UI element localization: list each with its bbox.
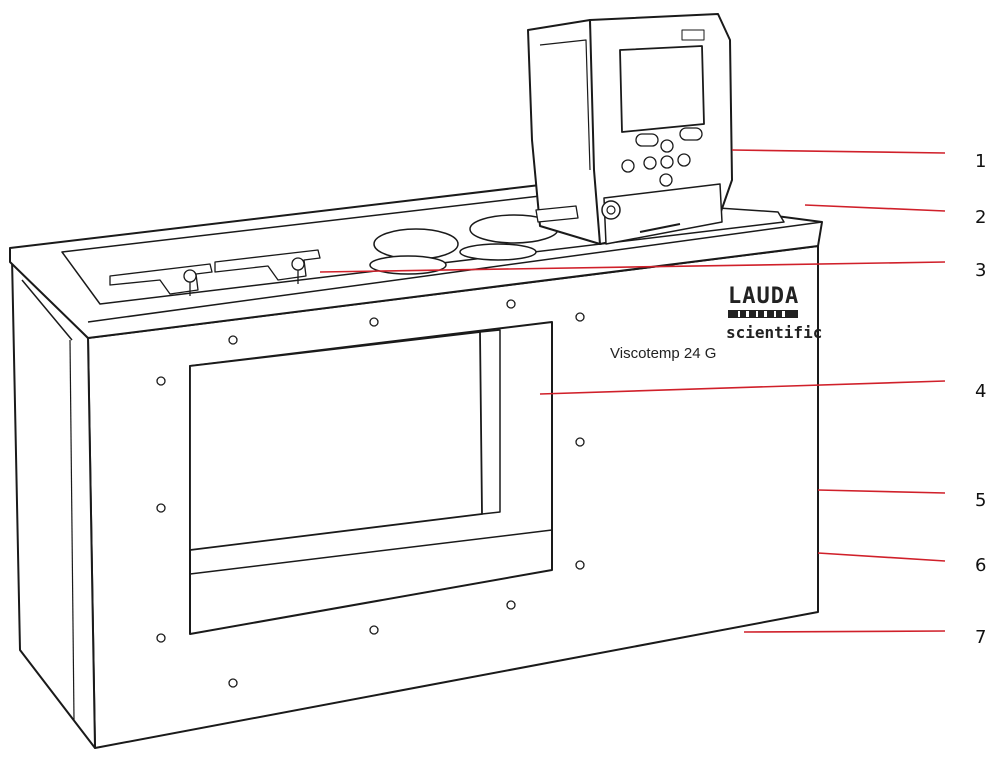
callout-7: 7	[975, 627, 986, 648]
keypad	[621, 127, 703, 187]
brand-logo: LAUDA scientific	[726, 284, 822, 342]
svg-text:scientific: scientific	[726, 323, 822, 342]
svg-text:LAUDA: LAUDA	[728, 284, 799, 309]
callout-5: 5	[975, 490, 986, 511]
callout-6: 6	[975, 555, 986, 576]
callout-numbers: 1 2 3 4 5 6 7	[975, 151, 986, 648]
callout-4: 4	[975, 381, 986, 402]
front-window-glass	[189, 331, 483, 551]
model-label: Viscotemp 24 G	[610, 345, 716, 362]
display-screen	[619, 45, 705, 133]
callout-lines	[319, 149, 946, 633]
sample-holder-left	[109, 263, 213, 296]
callout-2: 2	[975, 207, 986, 228]
callout-3: 3	[975, 260, 986, 281]
callout-1: 1	[975, 151, 986, 172]
round-port	[373, 228, 459, 260]
sample-holder-mid	[214, 249, 321, 284]
round-port	[459, 243, 537, 261]
panel-screws	[156, 299, 585, 688]
